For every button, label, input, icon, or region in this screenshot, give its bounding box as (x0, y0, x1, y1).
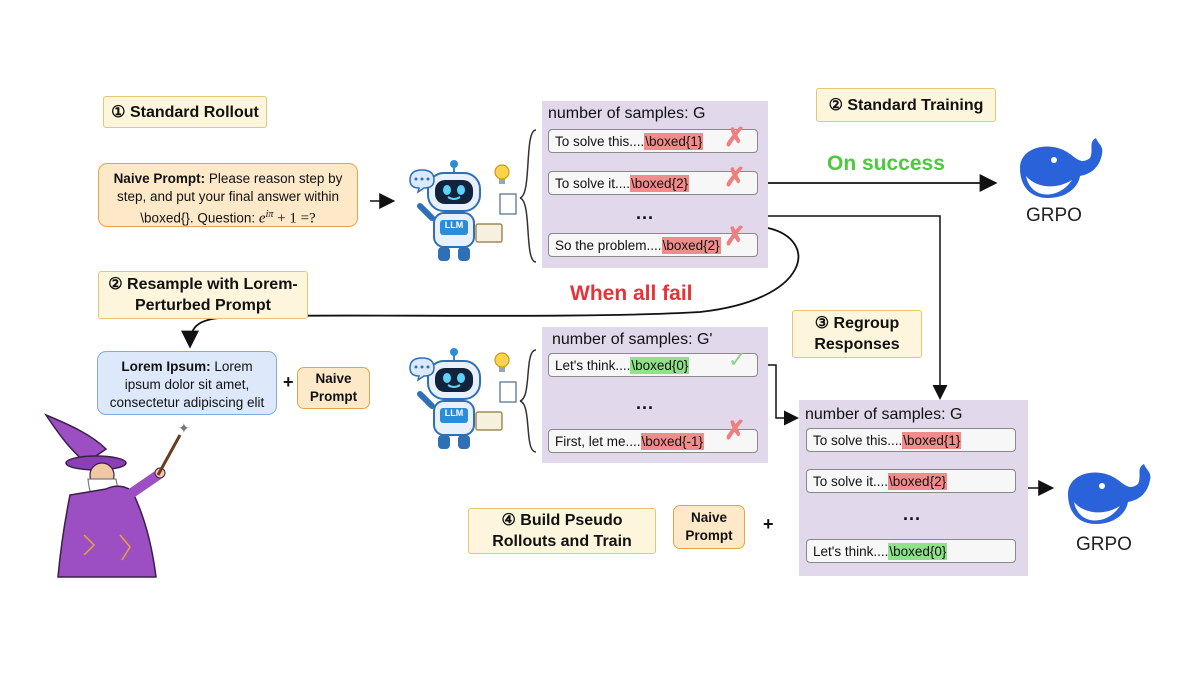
step-standard-rollout: ① Standard Rollout (103, 96, 267, 128)
naive-small-line2: Prompt (309, 389, 358, 404)
step-label: ① Standard Rollout (111, 103, 259, 121)
plus-sign: + (763, 514, 774, 534)
sample-text: So the problem.... (555, 237, 662, 253)
sample-answer: \boxed{2} (888, 472, 948, 490)
step-label-line1: ③ Regroup (814, 315, 900, 332)
step-standard-training: ② Standard Training (816, 88, 996, 122)
ellipsis: ... (636, 393, 655, 413)
grpo-label: GRPO (1026, 205, 1082, 226)
sample-row: To solve it.... \boxed{2} (548, 171, 758, 195)
equation-base: e (258, 210, 266, 227)
grpo-label: GRPO (1076, 534, 1132, 555)
samples-panel-middle: number of samples: G' Let's think.... \b… (542, 327, 768, 463)
when-all-fail-label: When all fail (570, 282, 693, 305)
step-label-line2: Responses (814, 336, 900, 353)
on-success-label: On success (827, 152, 945, 175)
panel-title: number of samples: G (548, 105, 706, 122)
panel-title: number of samples: G' (552, 331, 713, 348)
equation-rest: + 1 =? (273, 210, 316, 227)
naive-small-line1: Naive (690, 510, 728, 525)
step-label-line2: Rollouts and Train (492, 533, 632, 550)
naive-prompt-text: \boxed{}. Question: (140, 210, 259, 226)
llm-badge: LLM (444, 220, 464, 230)
wizard-icon: ✦ (40, 405, 200, 580)
sample-row: So the problem.... \boxed{2} (548, 233, 758, 257)
lorem-prompt-label: Lorem Ipsum: (121, 359, 211, 374)
sample-text: Let's think.... (555, 357, 631, 373)
step-label: ② Standard Training (828, 96, 984, 114)
brace-top (519, 129, 537, 263)
sample-text: Let's think.... (813, 543, 889, 559)
brace-mid (519, 349, 537, 453)
naive-small-line2: Prompt (685, 528, 733, 543)
check-icon: ✓ (728, 347, 747, 372)
sample-answer: \boxed{-1} (640, 432, 705, 450)
step-label-line1: ② Resample with Lorem- (108, 276, 298, 293)
whale-grpo-icon (1060, 458, 1156, 528)
sample-row: To solve this.... \boxed{1} (806, 428, 1016, 452)
lorem-prompt-text: consectetur adipiscing elit (109, 395, 265, 410)
cross-icon: ✗ (724, 415, 746, 445)
naive-prompt-box: Naive Prompt: Please reason step by step… (98, 163, 358, 227)
naive-prompt-text: step, and put your final answer within (116, 189, 340, 204)
sample-text: To solve it.... (555, 175, 631, 191)
naive-prompt-label: Naive Prompt: (113, 171, 206, 186)
sample-row: First, let me.... \boxed{-1} (548, 429, 758, 453)
sample-text: To solve this.... (555, 133, 645, 149)
sample-row: To solve this.... \boxed{1} (548, 129, 758, 153)
sample-text: To solve this.... (813, 432, 903, 448)
lorem-prompt-text: Lorem (210, 359, 253, 374)
panel-title: number of samples: G (805, 406, 963, 423)
sample-answer: \boxed{0} (888, 542, 948, 560)
equation-exponent: iπ (265, 209, 274, 220)
samples-panel-top: number of samples: G To solve this.... \… (542, 101, 768, 268)
step-label-line1: ④ Build Pseudo (501, 512, 623, 529)
sample-row: Let's think.... \boxed{0} (548, 353, 758, 377)
lorem-prompt-box: Lorem Ipsum: Lorem ipsum dolor sit amet,… (97, 351, 277, 415)
samples-panel-regrouped: number of samples: G To solve this.... \… (799, 400, 1028, 576)
step-label-line2: Perturbed Prompt (134, 297, 271, 314)
robot-llm-icon: LLM (402, 158, 520, 266)
lorem-prompt-text: ipsum dolor sit amet, (124, 377, 250, 392)
robot-llm-icon: LLM (402, 346, 520, 454)
naive-small-line1: Naive (315, 371, 352, 386)
step-resample: ② Resample with Lorem- Perturbed Prompt (98, 271, 308, 319)
sample-answer: \boxed{0} (630, 356, 690, 374)
ellipsis: ... (903, 504, 922, 524)
svg-text:✦: ✦ (178, 421, 190, 437)
sample-answer: \boxed{2} (630, 174, 690, 192)
arrow-regroup-down (759, 196, 948, 400)
sample-answer: \boxed{1} (902, 431, 962, 449)
cross-icon: ✗ (724, 122, 746, 152)
cross-icon: ✗ (724, 162, 746, 192)
sample-answer: \boxed{1} (644, 132, 704, 150)
sample-text: To solve it.... (813, 473, 889, 489)
sample-answer: \boxed{2} (661, 236, 721, 254)
whale-grpo-icon (1012, 132, 1108, 202)
ellipsis: ... (636, 203, 655, 223)
llm-badge: LLM (444, 408, 464, 418)
sample-row: Let's think.... \boxed{0} (806, 539, 1016, 563)
cross-icon: ✗ (724, 221, 746, 251)
plus-sign: + (283, 372, 294, 392)
sample-text: First, let me.... (555, 433, 641, 449)
naive-prompt-text: Please reason step by (205, 171, 343, 186)
sample-row: To solve it.... \boxed{2} (806, 469, 1016, 493)
